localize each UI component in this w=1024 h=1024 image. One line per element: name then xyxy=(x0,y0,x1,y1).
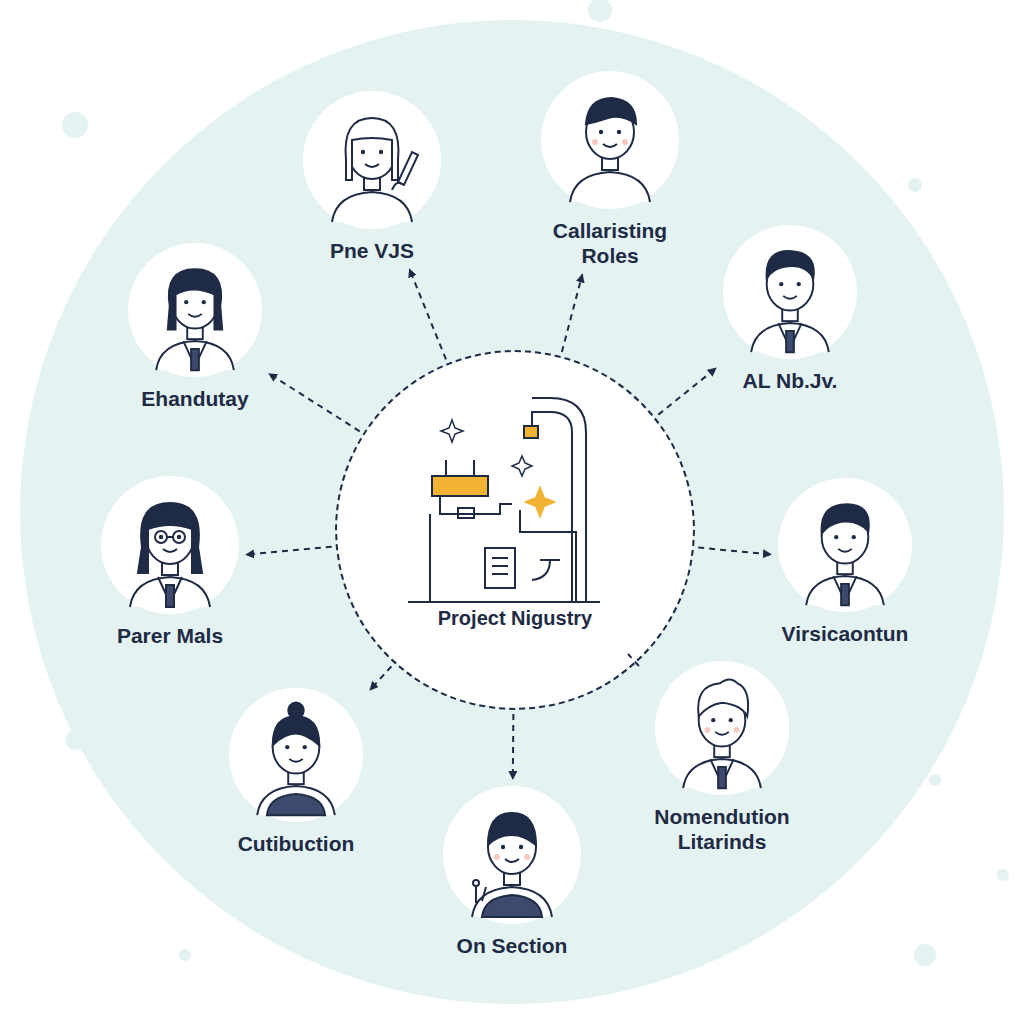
role-label: AL Nb.Jv. xyxy=(740,368,841,393)
role-label: Cutibuction xyxy=(235,831,358,856)
person-node: AL Nb.Jv. xyxy=(722,224,858,393)
center-fill xyxy=(337,352,693,708)
person-avatar xyxy=(127,242,263,378)
dashed-arrow xyxy=(658,368,716,414)
role-label: On Section xyxy=(454,933,571,958)
person-avatar xyxy=(777,477,913,613)
role-label: Callaristing Roles xyxy=(522,218,698,268)
dashed-arrow xyxy=(370,666,391,690)
dashed-arrow xyxy=(269,374,360,432)
role-label: Ehandutay xyxy=(138,386,251,411)
person-node: Nomendution Litarinds xyxy=(624,660,820,854)
hub-circle: Project Nigustry xyxy=(335,350,695,710)
person-avatar xyxy=(540,70,680,210)
person-node: Ehandutay xyxy=(127,242,263,411)
deco-dot xyxy=(997,869,1009,881)
person-node: Virsicaontun xyxy=(777,477,913,646)
deco-dot xyxy=(914,944,936,966)
deco-dot xyxy=(588,0,612,22)
person-node: Callaristing Roles xyxy=(522,70,698,268)
person-avatar xyxy=(654,660,790,796)
person-avatar xyxy=(442,785,582,925)
dashed-arrow xyxy=(512,714,515,779)
person-avatar xyxy=(100,475,240,615)
person-node: On Section xyxy=(442,785,582,958)
deco-dot xyxy=(908,178,922,192)
role-label: Pne VJS xyxy=(327,238,417,263)
person-avatar xyxy=(302,90,442,230)
deco-dot xyxy=(62,112,88,138)
machine-illustration xyxy=(408,398,600,602)
dashed-arrow xyxy=(628,654,639,666)
hub-title: Project Nigustry xyxy=(435,606,595,630)
background-circle xyxy=(20,20,1004,1004)
dashed-arrow xyxy=(698,548,771,555)
person-avatar xyxy=(228,687,364,823)
dashed-arrow xyxy=(562,274,582,352)
role-label: Nomendution Litarinds xyxy=(624,804,820,854)
person-avatar xyxy=(722,224,858,360)
deco-dot xyxy=(929,774,941,786)
role-label: Parer Mals xyxy=(114,623,226,648)
dashed-arrow xyxy=(246,547,332,555)
person-node: Cutibuction xyxy=(228,687,364,856)
deco-dot xyxy=(179,949,191,961)
person-node: Pne VJS xyxy=(302,90,442,263)
person-node: Parer Mals xyxy=(100,475,240,648)
role-label: Virsicaontun xyxy=(779,621,912,646)
dashed-arrow xyxy=(409,269,446,359)
deco-dot xyxy=(950,335,970,355)
deco-dot xyxy=(65,730,85,750)
